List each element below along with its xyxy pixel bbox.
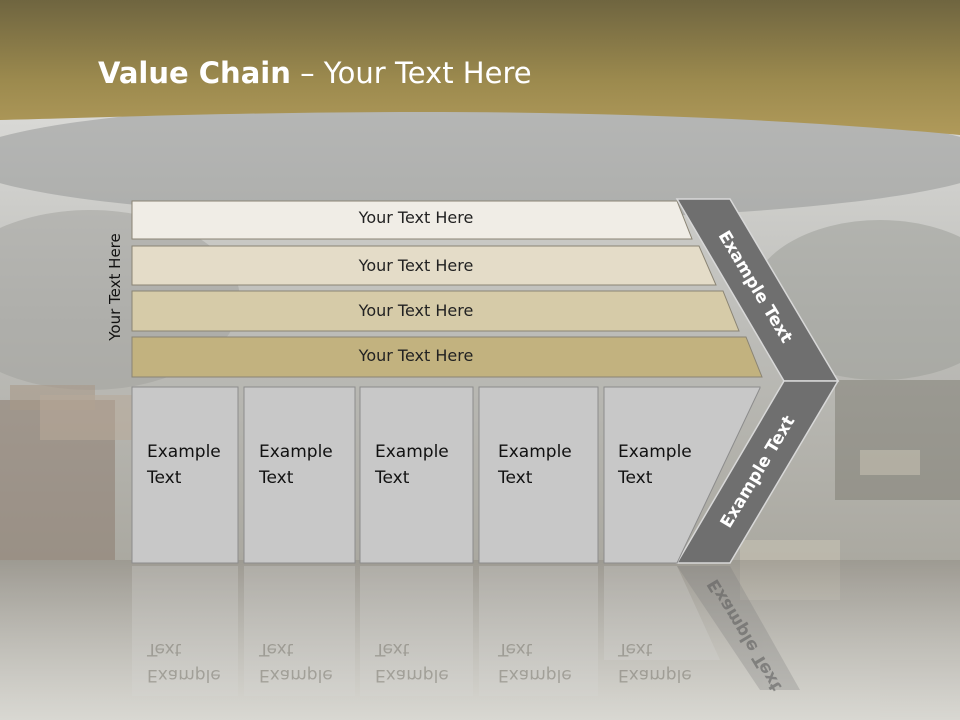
box-1[interactable]	[131, 386, 239, 564]
box-label-4-line2: Text	[498, 468, 533, 488]
box-label-1-line2: Text	[147, 468, 182, 488]
box-label-5-line2: Text	[618, 468, 653, 488]
title-rest: – Your Text Here	[290, 56, 532, 90]
box-3[interactable]	[359, 386, 474, 564]
box-reflection-4-line2: Text	[498, 639, 533, 659]
box-reflection-5-line1: Example	[618, 665, 692, 685]
row-label-1: Your Text Here	[358, 208, 474, 227]
box-reflection-5: Example Text	[618, 636, 692, 688]
box-label-1-line1: Example	[147, 442, 221, 462]
box-reflection-3: Example Text	[375, 636, 449, 688]
box-reflection-2-line1: Example	[259, 665, 333, 685]
box-reflection-3-line2: Text	[375, 639, 410, 659]
box-reflection-4: Example Text	[498, 636, 572, 688]
chevron-lower[interactable]	[675, 380, 840, 564]
box-reflection-4-line1: Example	[498, 665, 572, 685]
box-label-4-line1: Example	[498, 442, 572, 462]
row-label-3: Your Text Here	[358, 301, 474, 320]
box-reflection-5-line2: Text	[618, 639, 653, 659]
box-reflection-3-line1: Example	[375, 665, 449, 685]
row-bar-4[interactable]	[131, 336, 763, 378]
box-label-3-line1: Example	[375, 442, 449, 462]
box-reflection-1-line2: Text	[147, 639, 182, 659]
box-label-2-line1: Example	[259, 442, 333, 462]
row-bar-2[interactable]	[131, 245, 717, 286]
row-label-4: Your Text Here	[358, 346, 474, 365]
page-title: Value Chain – Your Text Here	[98, 56, 532, 90]
reflection	[132, 566, 800, 696]
box-2[interactable]	[243, 386, 356, 564]
box-5[interactable]	[603, 386, 761, 564]
box-reflection-1: Example Text	[147, 636, 221, 688]
box-reflection-2-line2: Text	[259, 639, 294, 659]
box-reflection-1-line1: Example	[147, 665, 221, 685]
box-label-5-line1: Example	[618, 442, 692, 462]
box-reflection-2: Example Text	[259, 636, 333, 688]
row-bar-3[interactable]	[131, 290, 740, 332]
row-label-2: Your Text Here	[358, 256, 474, 275]
title-bold: Value Chain	[98, 56, 291, 90]
box-label-2-line2: Text	[259, 468, 294, 488]
box-4[interactable]	[478, 386, 599, 564]
box-label-3-line2: Text	[375, 468, 410, 488]
row-bar-1[interactable]	[131, 200, 693, 240]
